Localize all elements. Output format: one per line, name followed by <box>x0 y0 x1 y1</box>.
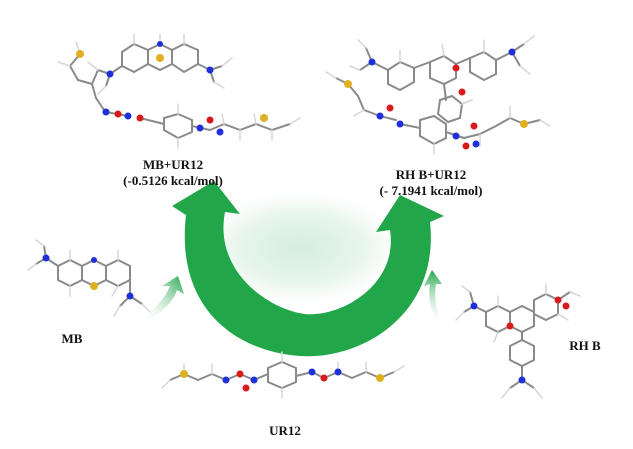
ur12-label: UR12 <box>269 423 301 438</box>
mb-ur12-title: MB+UR12 <box>142 157 204 172</box>
mb-label: MB <box>61 331 83 346</box>
rhb-molecule <box>455 283 581 399</box>
mb-molecule <box>27 239 151 317</box>
rhb-ur12-complex-molecule <box>325 35 551 155</box>
central-glow <box>188 186 412 310</box>
rhb-ur12-title: RH B+UR12 <box>395 167 467 182</box>
rhb-ur12-energy: (- 7.1941 kcal/mol) <box>379 183 483 198</box>
binding-cycle-arrow <box>172 181 444 357</box>
mb-ur12-energy: (-0.5126 kcal/mol) <box>123 173 223 188</box>
mb-arrow <box>146 276 184 320</box>
mb-ur12-complex-molecule <box>57 33 301 149</box>
mb-ur12-label: MB+UR12 (-0.5126 kcal/mol) <box>108 157 238 189</box>
rhb-arrow <box>424 270 442 322</box>
ur12-molecule <box>161 351 405 399</box>
rhb-label: RH B <box>569 338 601 353</box>
rhb-ur12-label: RH B+UR12 (- 7.1941 kcal/mol) <box>366 167 496 199</box>
